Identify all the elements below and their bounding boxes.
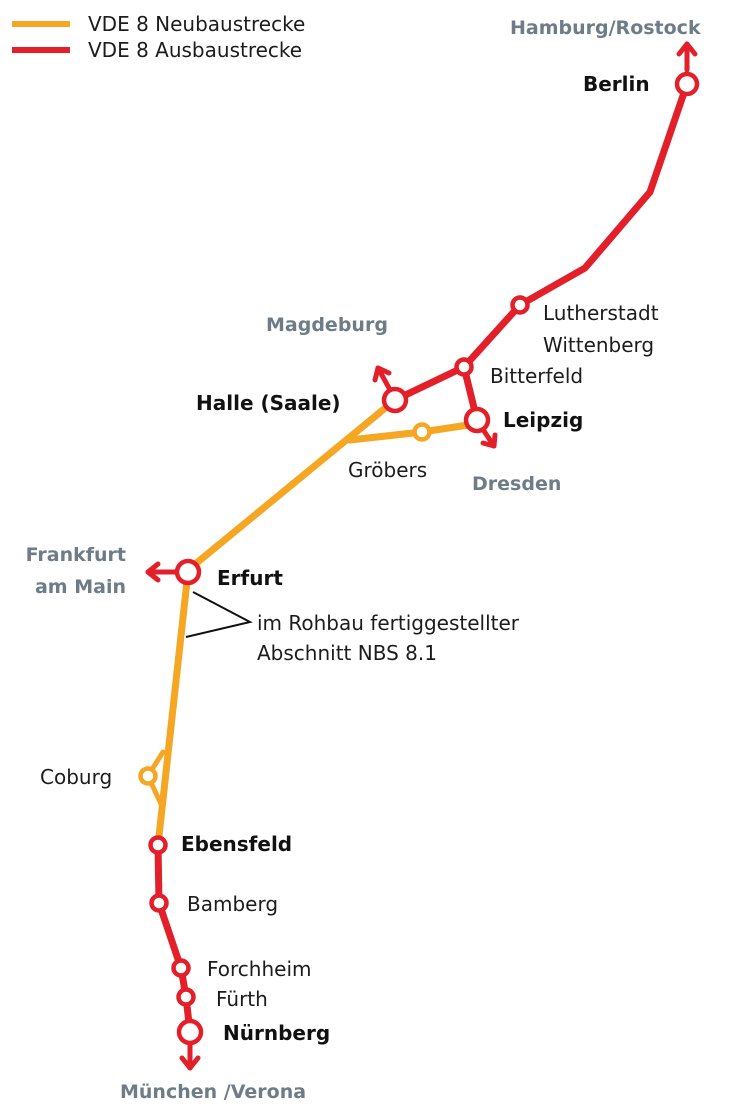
- stations: [138, 71, 700, 1046]
- label-ebensfeld: Ebensfeld: [181, 832, 292, 856]
- arrow-frankfurt-icon: [145, 561, 181, 583]
- label-coburg: Coburg: [40, 765, 112, 789]
- annotation-line1: im Rohbau fertiggestellter: [257, 611, 520, 635]
- upgrade-line-segments: [154, 80, 691, 1036]
- label-erfurt: Erfurt: [217, 566, 283, 590]
- label-magdeburg: Magdeburg: [266, 314, 388, 336]
- legend-upgrade-line-label: VDE 8 Ausbaustrecke: [88, 38, 302, 62]
- new-line-erfurt-ebensfeld: [154, 568, 192, 849]
- station-bamberg: [149, 893, 169, 913]
- label-frankfurt-line2: am Main: [35, 576, 126, 598]
- station-coburg: [138, 766, 158, 786]
- arrow-hamburg-icon: [676, 41, 698, 73]
- label-frankfurt-line1: Frankfurt: [26, 544, 126, 566]
- label-groebers: Gröbers: [348, 458, 427, 482]
- station-halle: [381, 386, 409, 414]
- label-bamberg: Bamberg: [187, 892, 278, 916]
- station-erfurt: [174, 558, 202, 586]
- station-fuerth: [176, 987, 196, 1007]
- station-labels: Berlin Lutherstadt Wittenberg Bitterfeld…: [40, 72, 659, 1045]
- station-leipzig: [463, 406, 491, 434]
- legend-new-line-label: VDE 8 Neubaustrecke: [88, 12, 305, 36]
- label-nuernberg: Nürnberg: [223, 1021, 330, 1045]
- new-line-halle-erfurt: [184, 396, 399, 574]
- label-forchheim: Forchheim: [207, 957, 312, 981]
- destination-labels: Hamburg/Rostock Magdeburg Dresden Frankf…: [26, 17, 701, 1103]
- label-hamburg-rostock: Hamburg/Rostock: [510, 17, 701, 39]
- direction-arrows: [145, 41, 698, 1071]
- label-berlin: Berlin: [583, 72, 650, 96]
- station-wittenberg: [510, 295, 530, 315]
- upgrade-line-berlin-halle: [391, 80, 691, 404]
- station-groebers: [412, 422, 432, 442]
- station-berlin: [674, 71, 700, 97]
- arrow-muenchen-icon: [179, 1040, 201, 1071]
- annotation-pointer: [185, 591, 253, 638]
- station-nuernberg: [176, 1018, 204, 1046]
- label-wittenberg-line1: Lutherstadt: [543, 301, 659, 325]
- label-bitterfeld: Bitterfeld: [490, 364, 583, 388]
- station-ebensfeld: [148, 835, 168, 855]
- label-halle: Halle (Saale): [196, 391, 341, 415]
- station-bitterfeld: [454, 357, 474, 377]
- annotation: im Rohbau fertiggestellter Abschnitt NBS…: [257, 611, 520, 665]
- arrow-magdeburg-icon: [372, 365, 392, 391]
- annotation-line2: Abschnitt NBS 8.1: [257, 641, 437, 665]
- station-forchheim: [171, 958, 191, 978]
- label-wittenberg-line2: Wittenberg: [543, 333, 654, 357]
- legend: VDE 8 Neubaustrecke VDE 8 Ausbaustrecke: [12, 12, 305, 62]
- label-muenchen-verona: München /Verona: [120, 1081, 306, 1103]
- label-dresden: Dresden: [472, 473, 561, 495]
- label-fuerth: Fürth: [216, 987, 268, 1011]
- label-leipzig: Leipzig: [503, 408, 583, 432]
